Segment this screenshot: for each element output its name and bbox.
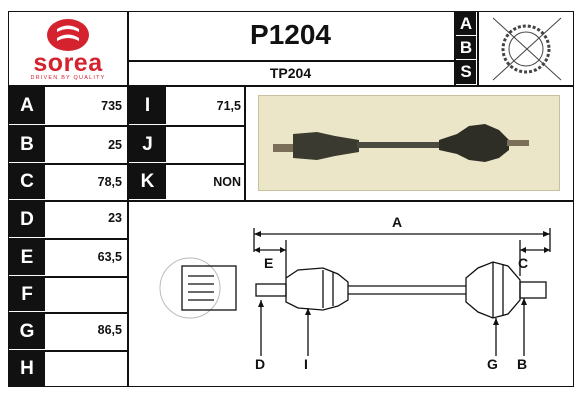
divider <box>8 238 128 240</box>
divider <box>8 200 574 202</box>
spec-label-e: E <box>9 240 45 275</box>
diagram-label-b: B <box>517 356 528 372</box>
sorea-logo-icon <box>47 19 89 51</box>
diagram-label-e: E <box>264 255 274 271</box>
divider <box>8 276 128 278</box>
spec-label-j: J <box>129 127 166 162</box>
spec-label-a: A <box>9 87 45 124</box>
brand-tagline: DRIVEN BY QUALITY <box>30 75 106 81</box>
spec-value-b: 25 <box>108 138 122 152</box>
diagram-label-d: D <box>255 356 266 372</box>
spec-value-c: 78,5 <box>97 175 122 189</box>
diagram-label-c: C <box>518 255 529 271</box>
divider <box>127 11 129 387</box>
product-photo <box>258 95 560 191</box>
spec-value-d: 23 <box>108 211 122 225</box>
dimension-diagram: A E C D I G B <box>148 208 568 384</box>
spec-label-f: F <box>9 278 45 311</box>
divider <box>8 350 128 352</box>
abs-letter-a: A <box>456 12 476 35</box>
spec-label-i: I <box>129 87 166 124</box>
spec-value-e: 63,5 <box>97 250 122 264</box>
spec-value-k: NON <box>213 175 241 189</box>
spec-label-b: B <box>9 127 45 162</box>
spec-value-i: 71,5 <box>216 99 241 113</box>
divider <box>477 11 479 85</box>
spec-sheet-frame <box>8 11 574 387</box>
spec-label-h: H <box>9 352 45 386</box>
spec-label-k: K <box>129 165 166 199</box>
spec-label-c: C <box>9 165 45 199</box>
abs-letter-s: S <box>456 60 476 84</box>
divider <box>454 11 456 85</box>
abs-sensor-icon <box>479 12 573 84</box>
spec-label-g: G <box>9 314 45 349</box>
divider <box>8 163 245 165</box>
spec-value-a: 735 <box>101 99 122 113</box>
spec-label-d: D <box>9 202 45 237</box>
diagram-label-a: A <box>392 214 403 230</box>
divider <box>244 85 246 201</box>
divider <box>8 125 245 127</box>
product-ref: TP204 <box>269 65 312 81</box>
divider <box>8 85 574 87</box>
product-code: P1204 <box>250 19 331 50</box>
diagram-label-i: I <box>304 356 308 372</box>
spec-value-g: 86,5 <box>97 323 122 337</box>
brand-name: sorea <box>33 49 103 77</box>
divider <box>8 312 128 314</box>
brand-logo: sorea DRIVEN BY QUALITY <box>10 13 126 83</box>
divider <box>127 60 454 62</box>
diagram-label-g: G <box>487 356 498 372</box>
abs-letter-b: B <box>456 36 476 59</box>
